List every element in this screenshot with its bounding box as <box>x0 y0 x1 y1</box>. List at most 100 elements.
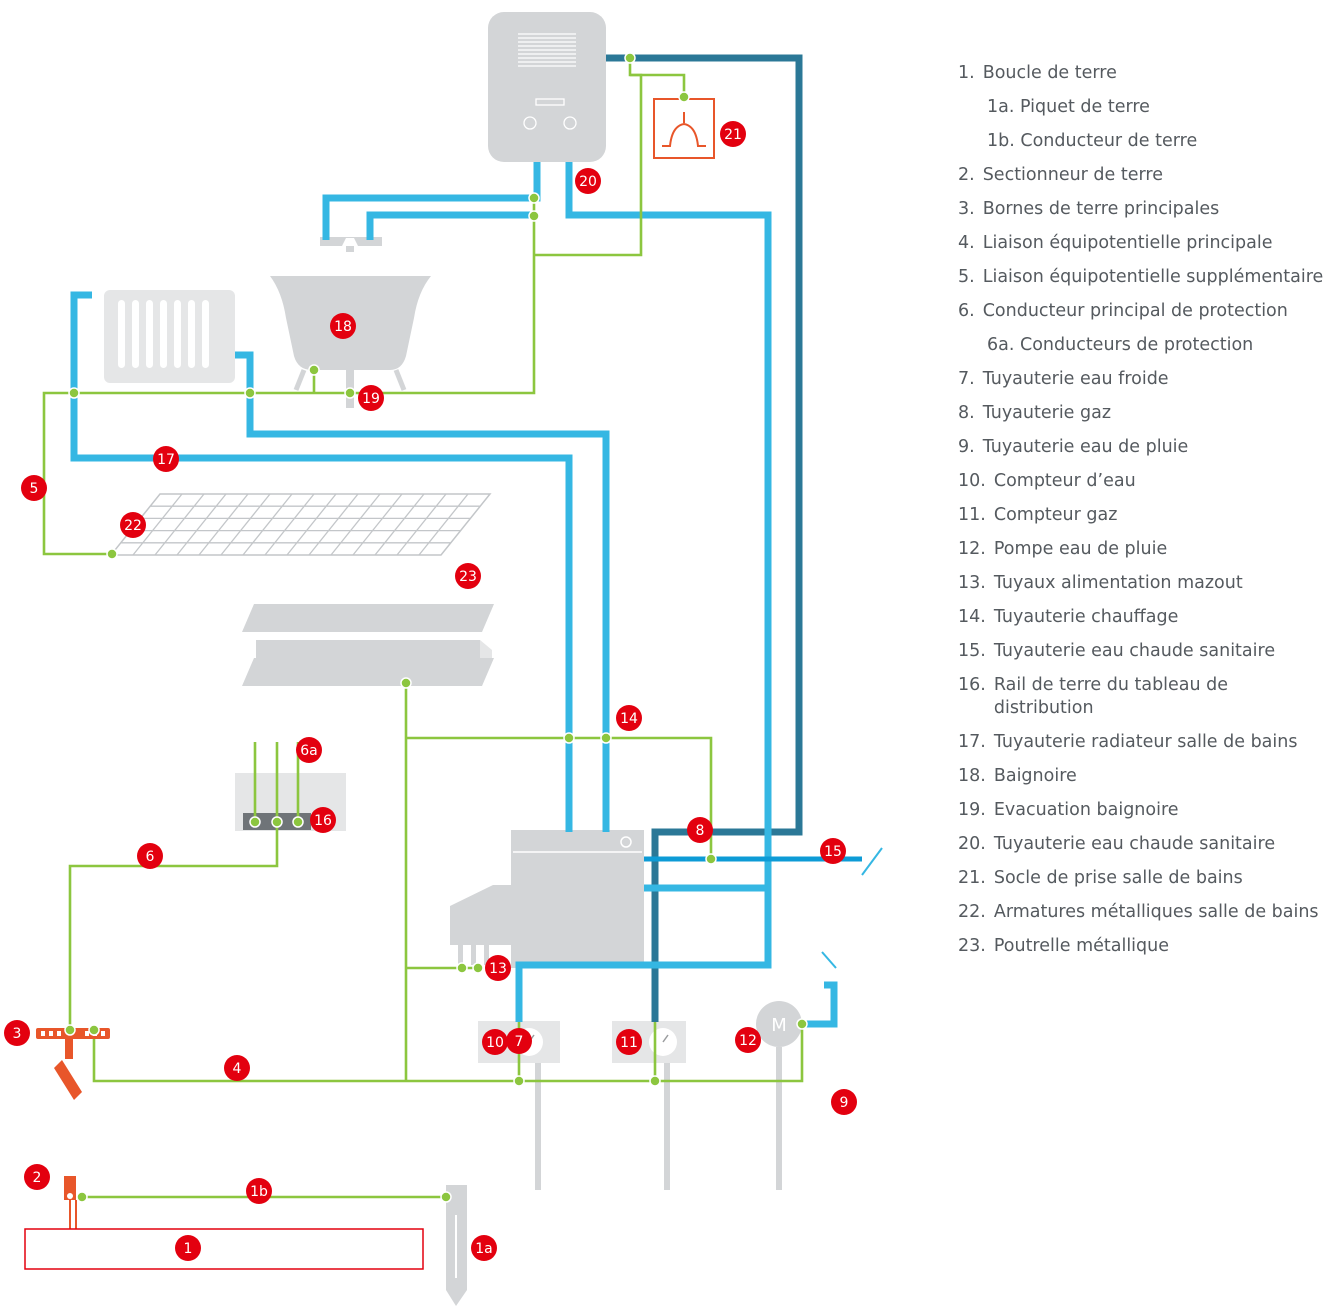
marker-label: 20 <box>579 174 597 190</box>
marker-20: 20 <box>575 168 601 194</box>
legend-text: Sectionneur de terre <box>982 165 1163 185</box>
mesh-line <box>374 493 425 556</box>
junction-dot <box>106 548 118 560</box>
marker-5: 5 <box>21 475 47 501</box>
marker-label: 23 <box>459 569 477 585</box>
junction-dot <box>513 1075 525 1087</box>
marker-circle <box>455 563 481 589</box>
junction-dot <box>649 1075 661 1087</box>
legend-number: 5. <box>958 267 975 287</box>
marker-label: 12 <box>739 1033 757 1049</box>
beam-icon <box>242 604 494 686</box>
legend-item: 2. Sectionneur de terre <box>958 164 1328 187</box>
marker-6: 6 <box>137 843 163 869</box>
marker-circle <box>4 1020 30 1046</box>
marker-18: 18 <box>330 313 356 339</box>
marker-8: 8 <box>687 817 713 843</box>
junction-dot <box>678 91 690 103</box>
legend-number: 10. <box>958 471 986 491</box>
marker-2: 2 <box>24 1164 50 1190</box>
marker-circle <box>24 1164 50 1190</box>
legend-text: 1a. Piquet de terre <box>987 97 1150 117</box>
mesh-line <box>418 493 469 556</box>
legend-number: 17. <box>958 732 986 752</box>
hot-water-pipe-20 <box>515 162 772 1022</box>
legend-item: 14.Tuyauterie chauffage <box>958 606 1328 629</box>
mesh-line <box>286 493 337 556</box>
marker-label: 13 <box>489 961 507 977</box>
legend-text: Boucle de terre <box>982 63 1117 83</box>
shower-mixer-icon <box>320 237 382 252</box>
marker-label: 6a <box>300 743 318 759</box>
marker-circle <box>175 1235 201 1261</box>
junction-dot <box>600 732 612 744</box>
legend-item: 18.Baignoire <box>958 765 1328 788</box>
marker-9: 9 <box>831 1089 857 1115</box>
pipe-cut-mark-15 <box>861 847 883 876</box>
boiler-to-mixer-pipe-a <box>322 162 541 240</box>
marker-16: 16 <box>310 807 336 833</box>
marker-7: 7 <box>506 1028 532 1054</box>
legend-text: Tuyauterie eau chaude sanitaire <box>993 834 1276 854</box>
legend-number: 12. <box>958 539 986 559</box>
legend-item: 6a. Conducteurs de protection <box>958 334 1328 357</box>
marker-label: 7 <box>515 1034 524 1050</box>
mesh-icon <box>109 493 492 556</box>
junction-dot <box>528 192 540 204</box>
gas-pipe <box>606 54 803 1022</box>
marker-circle <box>137 843 163 869</box>
mesh-line <box>154 493 205 556</box>
marker-17: 17 <box>153 446 179 472</box>
supplementary-bonding-5 <box>42 198 536 556</box>
marker-label: 22 <box>124 518 142 534</box>
marker-circle <box>310 807 336 833</box>
legend-number: 22. <box>958 902 986 922</box>
marker-13: 13 <box>485 955 511 981</box>
junction-dot <box>563 732 575 744</box>
bonding-socket-feed <box>630 73 686 97</box>
legend-number: 15. <box>958 641 986 661</box>
junction-dot <box>472 962 484 974</box>
marker-label: 5 <box>30 481 39 497</box>
earth-rod-icon <box>446 1185 467 1306</box>
boiler-to-mixer-pipe-b <box>366 211 537 240</box>
marker-circle <box>471 1235 497 1261</box>
junction-dot <box>292 816 304 828</box>
legend-number: 13. <box>958 573 986 593</box>
junction-dot <box>249 816 261 828</box>
heater-icon <box>450 830 644 968</box>
legend-text: Tuyauterie chauffage <box>993 607 1179 627</box>
marker-22: 22 <box>120 512 146 538</box>
marker-1b: 1b <box>246 1178 272 1204</box>
junction-dot <box>456 962 468 974</box>
marker-4: 4 <box>224 1055 250 1081</box>
marker-circle <box>296 737 322 763</box>
legend-text: Poutrelle métallique <box>993 936 1170 956</box>
legend-text: Bornes de terre principales <box>982 199 1220 219</box>
legend-text: Liaison équipotentielle supplémentaire <box>982 267 1324 287</box>
marker-circle <box>224 1055 250 1081</box>
legend-item: 3.Bornes de terre principales <box>958 198 1328 221</box>
pump-icon: M <box>756 1001 802 1190</box>
junction-dot <box>244 387 256 399</box>
marker-circle <box>616 1029 642 1055</box>
legend-item: 22.Armatures métalliques salle de bains <box>958 901 1328 924</box>
marker-circle <box>506 1028 532 1054</box>
legend-item: 21.Socle de prise salle de bains <box>958 867 1328 890</box>
marker-label: 1b <box>250 1184 268 1200</box>
legend-item: 7.Tuyauterie eau froide <box>958 368 1328 391</box>
legend-number: 21. <box>958 868 986 888</box>
marker-1: 1 <box>175 1235 201 1261</box>
marker-label: 11 <box>620 1035 638 1051</box>
socket-icon <box>653 98 715 159</box>
marker-circle <box>820 838 846 864</box>
legend-item: 1a. Piquet de terre <box>958 96 1328 119</box>
legend-item: 1.Boucle de terre <box>958 62 1328 85</box>
legend-number: 4. <box>958 233 975 253</box>
legend-number: 18. <box>958 766 986 786</box>
marker-label: 14 <box>620 711 638 727</box>
marker-label: 1a <box>475 1241 493 1257</box>
junction-dot <box>88 1024 100 1036</box>
legend-number: 2. <box>958 165 975 185</box>
